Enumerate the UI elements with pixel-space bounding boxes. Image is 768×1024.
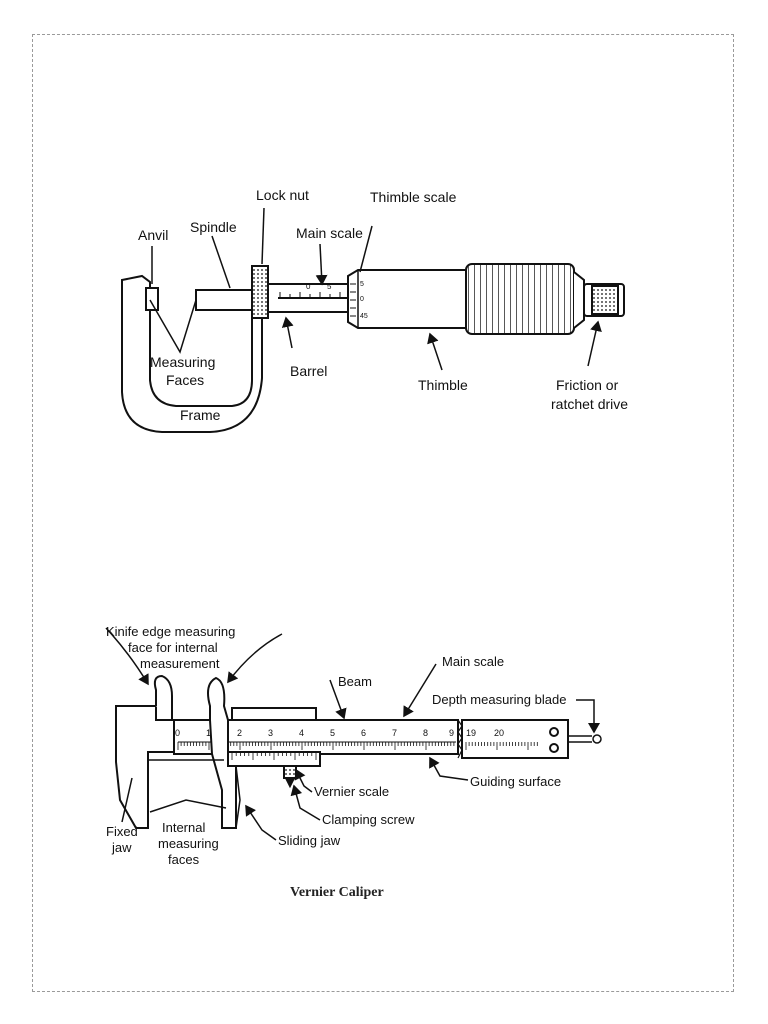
beam-top-strip xyxy=(231,707,317,721)
barrel-tick-5: 5 xyxy=(327,282,332,291)
scale-num-5: 5 xyxy=(330,728,335,738)
vernier-diagram xyxy=(105,627,602,841)
thimble-tick-5: 5 xyxy=(360,281,364,288)
micrometer-lock-nut xyxy=(251,265,269,319)
label-thimble: Thimble xyxy=(418,377,468,393)
label-frame: Frame xyxy=(180,407,221,423)
label-main-scale-vc: Main scale xyxy=(442,654,504,669)
label-vernier-scale: Vernier scale xyxy=(314,784,389,799)
label-thimble-scale: Thimble scale xyxy=(370,189,457,205)
label-internal: Internal xyxy=(162,820,205,835)
label-guiding-surface: Guiding surface xyxy=(470,774,561,789)
label-faces-vc: faces xyxy=(168,852,200,867)
scale-num-4: 4 xyxy=(299,728,304,738)
label-clamping-screw: Clamping screw xyxy=(322,812,415,827)
label-barrel: Barrel xyxy=(290,363,327,379)
page-border xyxy=(32,34,734,992)
barrel-tick-0: 0 xyxy=(306,282,311,291)
label-faces: Faces xyxy=(166,372,204,388)
label-ratchet-drive: ratchet drive xyxy=(551,396,628,412)
label-measuring-vc: measuring xyxy=(158,836,219,851)
label-fixed: Fixed xyxy=(106,824,138,839)
thimble-tick-0: 0 xyxy=(360,296,364,303)
label-jaw: jaw xyxy=(111,840,132,855)
scale-num-19: 19 xyxy=(466,728,476,738)
label-knife-edge-3: measurement xyxy=(140,656,220,671)
label-friction: Friction or xyxy=(556,377,619,393)
label-anvil: Anvil xyxy=(138,227,168,243)
micrometer-knurled-grip xyxy=(465,263,575,335)
label-lock-nut: Lock nut xyxy=(256,187,309,203)
fixed-knife-edge xyxy=(153,674,173,720)
figure-caption: Vernier Caliper xyxy=(290,885,384,900)
scale-num-9: 9 xyxy=(449,728,454,738)
label-knife-edge-1: Kinife edge measuring xyxy=(106,624,235,639)
label-spindle: Spindle xyxy=(190,219,237,235)
micrometer-anvil xyxy=(145,287,159,311)
scale-num-3: 3 xyxy=(268,728,273,738)
scale-num-6: 6 xyxy=(361,728,366,738)
scale-num-1: 1 xyxy=(206,728,211,738)
clamping-screw xyxy=(283,765,297,779)
scale-num-20: 20 xyxy=(494,728,504,738)
scale-num-8: 8 xyxy=(423,728,428,738)
scale-num-0: 0 xyxy=(175,728,180,738)
label-beam: Beam xyxy=(338,674,372,689)
label-depth-blade: Depth measuring blade xyxy=(432,692,566,707)
micrometer-spindle xyxy=(195,289,253,311)
label-main-scale: Main scale xyxy=(296,225,363,241)
label-measuring: Measuring xyxy=(150,354,215,370)
label-sliding-jaw: Sliding jaw xyxy=(278,833,341,848)
micrometer-diagram xyxy=(121,207,625,433)
scale-num-2: 2 xyxy=(237,728,242,738)
thimble-tick-45: 45 xyxy=(360,313,368,320)
beam-scale-numbers: 0 1 2 3 4 5 6 7 8 9 19 20 xyxy=(175,728,504,738)
scale-num-7: 7 xyxy=(392,728,397,738)
label-knife-edge-2: face for internal xyxy=(128,640,218,655)
